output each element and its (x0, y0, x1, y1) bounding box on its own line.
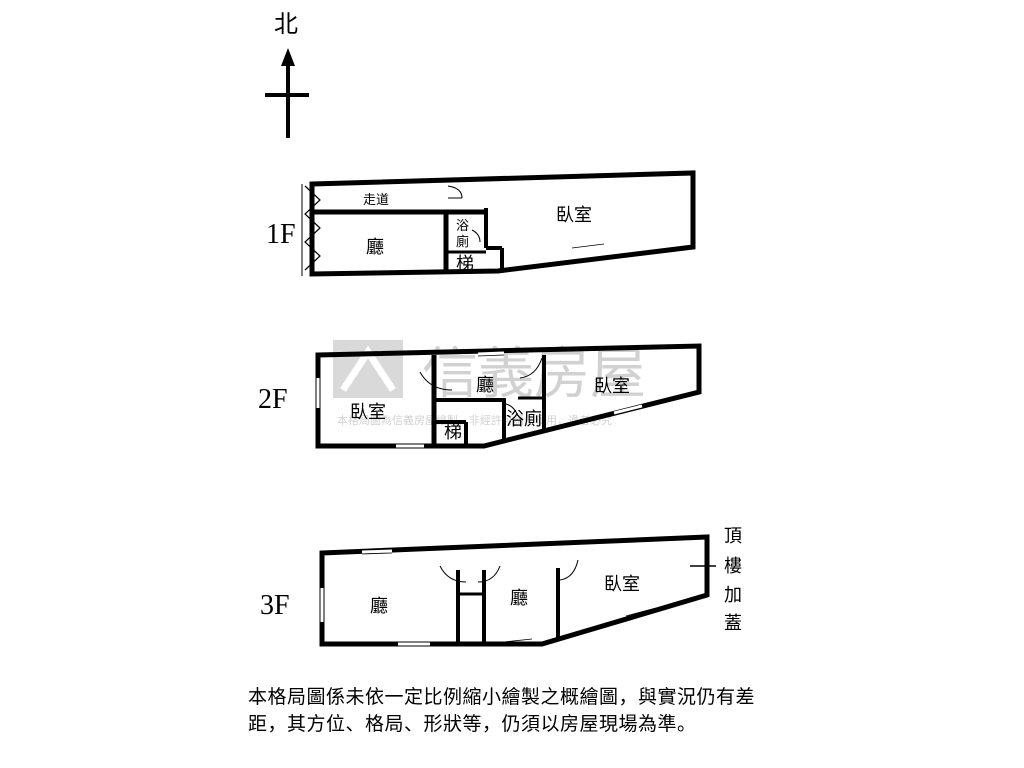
room-1f-bath-bottom: 廁 (456, 234, 469, 250)
floor-2f-label: 2F (258, 384, 288, 415)
room-3f-living-mid: 廳 (510, 588, 528, 609)
room-1f-bath-top: 浴 (456, 219, 469, 234)
room-2f-bath: 浴廁 (506, 408, 542, 430)
north-arrow-icon (281, 48, 295, 66)
north-label: 北 (274, 10, 298, 38)
room-2f-living: 廳 (476, 375, 494, 396)
floor-3f-label: 3F (260, 590, 290, 621)
floor-1f-label: 1F (266, 219, 296, 250)
room-2f-stairs: 梯 (444, 422, 462, 443)
room-2f-bedroom-left: 臥室 (350, 402, 386, 423)
room-1f-corridor: 走道 (363, 193, 389, 208)
room-1f-stairs: 梯 (456, 254, 474, 275)
room-2f-bedroom-right: 臥室 (594, 376, 630, 397)
floor-1f: 1F 走道 廳 浴 廁 梯 臥室 (266, 170, 696, 277)
watermark-logo (333, 340, 403, 398)
floor-3f: 3F 廳 廳 臥室 頂 樓 加 蓋 (260, 526, 742, 647)
room-1f-living: 廳 (366, 237, 384, 258)
room-3f-bedroom: 臥室 (604, 574, 640, 595)
room-1f-bedroom: 臥室 (556, 205, 592, 226)
rooftop-note-4: 蓋 (724, 613, 742, 634)
rooftop-note-3: 加 (724, 585, 742, 606)
room-3f-living-left: 廳 (370, 596, 388, 617)
disclaimer-text: 本格局圖係未依一定比例縮小繪製之概繪圖，與實況仍有差距，其方位、格局、形狀等，仍… (248, 686, 756, 735)
rooftop-note-1: 頂 (724, 526, 742, 547)
rooftop-note-2: 樓 (724, 556, 742, 577)
floor-2f: 2F 臥室 梯 廳 浴廁 臥室 (258, 343, 702, 449)
compass: 北 (265, 10, 309, 138)
